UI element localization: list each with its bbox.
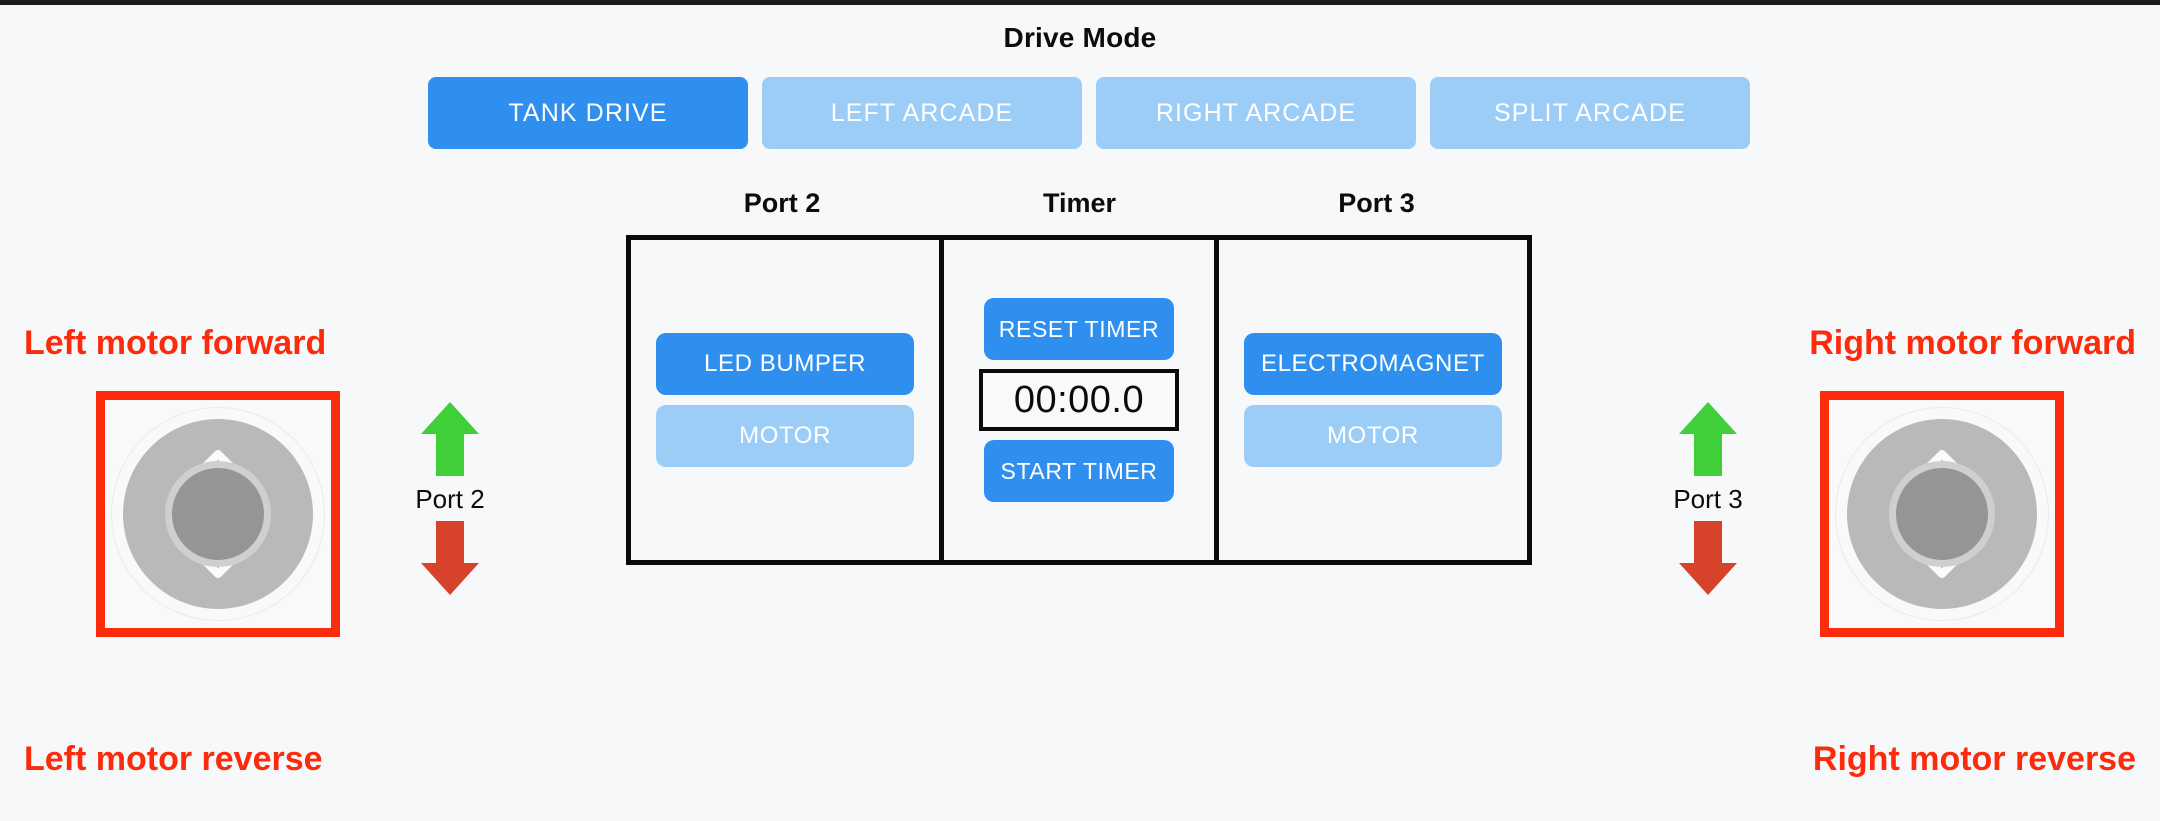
- port3-motor-button[interactable]: MOTOR: [1243, 405, 1502, 467]
- left-joystick-base[interactable]: [123, 419, 313, 609]
- left-port-label: Port 2: [415, 484, 485, 514]
- arrow-up-icon: [419, 400, 481, 478]
- arrow-down-icon: [1677, 519, 1739, 597]
- port3-column-header: Port 3: [1338, 188, 1415, 218]
- drive-mode-right-arcade-button[interactable]: RIGHT ARCADE: [1096, 77, 1416, 149]
- start-timer-button[interactable]: START TIMER: [984, 440, 1174, 502]
- left-joystick-highlight-box: [96, 391, 340, 637]
- led-bumper-button[interactable]: LED BUMPER: [656, 333, 915, 395]
- right-joystick-highlight-box: [1820, 391, 2064, 637]
- right-joystick-knob[interactable]: [1896, 468, 1988, 560]
- port3-column: ELECTROMAGNET MOTOR: [1219, 240, 1527, 560]
- port2-column-header: Port 2: [743, 188, 821, 218]
- right-joystick-base[interactable]: [1847, 419, 2037, 609]
- timer-column: RESET TIMER 00:00.0 START TIMER: [939, 240, 1219, 560]
- center-control-panel: LED BUMPER MOTOR RESET TIMER 00:00.0 STA…: [626, 235, 1532, 565]
- port2-motor-button[interactable]: MOTOR: [656, 405, 915, 467]
- timer-column-header: Timer: [1042, 188, 1117, 218]
- drive-mode-left-arcade-button[interactable]: LEFT ARCADE: [762, 77, 1082, 149]
- right-port-arrow-column: Port 3: [1648, 400, 1768, 597]
- drive-mode-split-arcade-button[interactable]: SPLIT ARCADE: [1430, 77, 1750, 149]
- right-motor-forward-annotation: Right motor forward: [1809, 324, 2136, 362]
- left-motor-forward-annotation: Left motor forward: [24, 324, 327, 362]
- reset-timer-button[interactable]: RESET TIMER: [984, 298, 1174, 360]
- left-joystick-outer-ring: [111, 407, 325, 621]
- right-port-label: Port 3: [1673, 484, 1743, 514]
- port2-column: LED BUMPER MOTOR: [631, 240, 939, 560]
- timer-display: 00:00.0: [979, 369, 1179, 431]
- left-motor-reverse-annotation: Left motor reverse: [24, 740, 323, 778]
- electromagnet-button[interactable]: ELECTROMAGNET: [1243, 333, 1502, 395]
- arrow-up-icon: [1677, 400, 1739, 478]
- right-joystick-outer-ring: [1835, 407, 2049, 621]
- drive-mode-tank-drive-button[interactable]: TANK DRIVE: [428, 77, 748, 149]
- left-port-arrow-column: Port 2: [390, 400, 510, 597]
- right-motor-reverse-annotation: Right motor reverse: [1812, 740, 2136, 778]
- left-joystick-knob[interactable]: [172, 468, 264, 560]
- drive-mode-button-group: TANK DRIVE LEFT ARCADE RIGHT ARCADE SPLI…: [428, 77, 1750, 149]
- center-panel-headers: Port 2 Timer Port 3: [626, 188, 1532, 219]
- drive-mode-title: Drive Mode: [1003, 22, 1157, 53]
- arrow-down-icon: [419, 519, 481, 597]
- top-status-bar: [0, 0, 2160, 5]
